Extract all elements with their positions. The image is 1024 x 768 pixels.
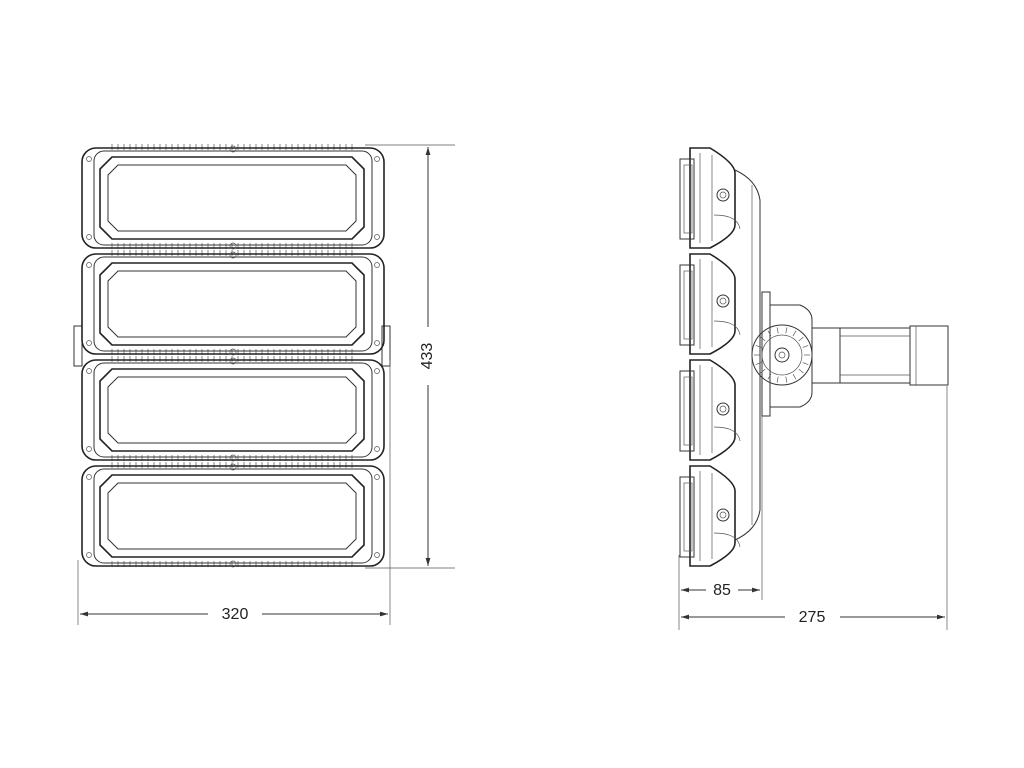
dimension-width: 320 [77,360,391,625]
side-modules [679,147,741,567]
mounting-tube [811,325,949,386]
side-view [679,147,949,567]
front-module [81,145,385,250]
side-module [679,147,741,249]
side-module [679,253,741,355]
side-module [679,465,741,567]
side-bolts [716,188,730,522]
dimension-height: 433 [365,144,455,569]
angle-dial-icon [751,324,813,386]
width-label: 320 [222,606,249,623]
heatsink-fins [111,144,353,567]
front-module [81,357,385,462]
side-module [679,359,741,461]
front-view [73,144,391,568]
front-module [81,251,385,356]
pivot-bracket [751,291,813,417]
depth-total-label: 275 [799,609,826,626]
dimension-depth-total: 275 [681,386,948,630]
front-modules [81,145,385,568]
dimension-depth-module: 85 [678,416,763,630]
height-label: 433 [419,343,436,370]
front-module [81,463,385,568]
left-bracket [73,325,83,367]
depth-module-label: 85 [713,582,731,599]
